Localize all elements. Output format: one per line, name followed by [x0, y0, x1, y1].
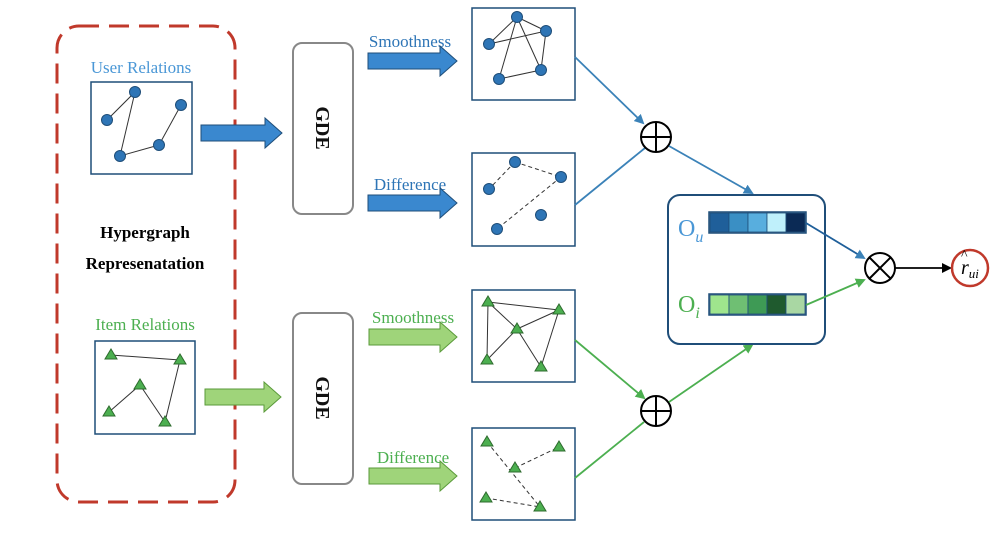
user-difference-graph — [471, 152, 576, 247]
user-plus-operator — [640, 121, 672, 153]
oi-to-times — [805, 278, 866, 306]
item-plus-to-output — [668, 343, 754, 403]
item-plus-operator — [640, 395, 672, 427]
user-smoothness-label: Smoothness — [369, 32, 451, 51]
user-smoothness-arrow — [367, 44, 458, 78]
hypergraph-label-line2: Represenatation — [86, 254, 205, 273]
item-smoothness-label: Smoothness — [372, 308, 454, 327]
ou-to-times — [805, 222, 866, 260]
ou-embedding-cell — [785, 212, 806, 233]
ou-label: Ou — [678, 216, 703, 246]
item-difference-label: Difference — [377, 448, 449, 467]
ou-embedding-frame — [708, 211, 807, 234]
oi-embedding-cell — [709, 294, 730, 315]
ou-embedding-bar — [708, 211, 807, 234]
times-operator — [864, 252, 896, 284]
user-plus-to-output — [668, 145, 754, 194]
oi-label: Oi — [678, 292, 700, 322]
oi-embedding-cell — [728, 294, 749, 315]
item-gde-box — [292, 312, 354, 485]
user-difference-arrow — [367, 186, 458, 220]
hypergraph-frame — [55, 24, 237, 504]
item-difference-to-plus — [574, 421, 645, 479]
user-difference-to-plus — [574, 147, 646, 206]
result-label: rui — [961, 257, 979, 281]
item-smoothness-graph — [471, 289, 576, 383]
ou-embedding-cell — [709, 212, 730, 233]
item-relations-label: Item Relations — [95, 315, 195, 334]
user-gde-label: GDE — [311, 106, 333, 149]
predicted-rating-node: rui ^ — [950, 248, 990, 288]
oi-embedding-bar — [708, 293, 807, 316]
user-relations-graph — [90, 81, 193, 175]
item-to-gde-arrow — [204, 380, 282, 414]
item-smoothness-to-plus — [574, 339, 646, 400]
user-gde-box — [292, 42, 354, 215]
user-relations-label: User Relations — [91, 58, 192, 77]
oi-embedding-cell — [766, 294, 787, 315]
user-to-gde-arrow — [200, 116, 283, 150]
hypergraph-label-line1: Hypergraph — [100, 223, 190, 242]
item-gde-label: GDE — [311, 376, 333, 419]
ou-embedding-cell — [766, 212, 787, 233]
item-relations-graph — [94, 340, 196, 435]
user-smoothness-graph — [471, 7, 576, 101]
user-difference-label: Difference — [374, 175, 446, 194]
item-smoothness-arrow — [368, 320, 458, 354]
user-smoothness-to-plus — [574, 56, 645, 125]
item-difference-graph — [471, 427, 576, 521]
result-hat: ^ — [961, 248, 968, 263]
oi-embedding-cell — [747, 294, 768, 315]
oi-embedding-cell — [785, 294, 806, 315]
item-difference-arrow — [368, 459, 458, 493]
ou-embedding-cell — [747, 212, 768, 233]
ou-embedding-cell — [728, 212, 749, 233]
